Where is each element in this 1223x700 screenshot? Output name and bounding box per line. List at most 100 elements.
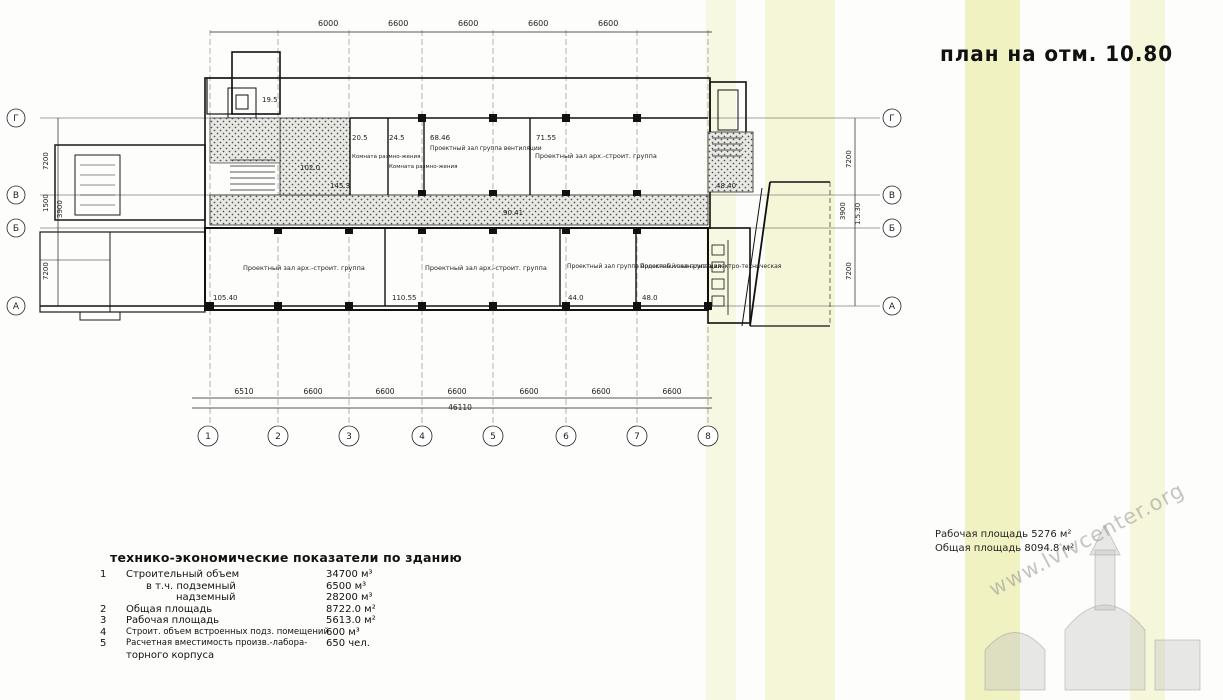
axis-number: 4 <box>419 432 425 442</box>
axis-numbers: 1 2 3 4 5 6 7 8 <box>205 432 711 442</box>
axis-letter: Б <box>13 224 19 234</box>
sanitary-fixtures <box>711 240 729 315</box>
adjacent-building-left <box>39 144 206 321</box>
area-label: 24.5 <box>389 134 405 142</box>
axis-lines-vertical <box>209 30 709 425</box>
axis-letters-left: Г В Б А <box>13 114 20 312</box>
axis-bubbles-right <box>882 108 902 316</box>
top-dim: 6600 <box>528 19 548 28</box>
axis-letter: В <box>889 191 895 201</box>
bottom-dim: 6600 <box>447 387 466 396</box>
bottom-dim: 6600 <box>519 387 538 396</box>
area-label: 110.55 <box>392 294 417 302</box>
area-label: 68.46 <box>430 134 451 142</box>
axis-letter: Г <box>13 114 19 124</box>
plan-title: план на отм. 10.80 <box>940 42 1174 66</box>
lower-partitions <box>40 228 708 307</box>
area-label: 71.55 <box>536 134 556 142</box>
area-label: 19.5 <box>262 96 278 104</box>
area-label: 20.5 <box>352 134 368 142</box>
room-label: Комната размно-жения <box>389 164 457 170</box>
axis-number: 1 <box>205 432 211 442</box>
axis-number: 8 <box>705 432 711 442</box>
right-dim: 7200 <box>845 262 853 280</box>
upper-partitions <box>349 117 708 195</box>
work-area: Рабочая площадь 5276 м² <box>935 529 1072 540</box>
scan-band <box>1130 0 1165 700</box>
left-dimensions: 7200 1500 3900 7200 <box>42 118 64 306</box>
left-dim: 7200 <box>42 262 50 280</box>
scan-band <box>706 0 736 700</box>
area-label: 44.0 <box>568 294 584 302</box>
scan-band <box>765 0 835 700</box>
indicators-heading: технико-экономические показатели по здан… <box>110 550 462 565</box>
top-dim: 6600 <box>388 19 408 28</box>
left-dim: 7200 <box>42 152 50 170</box>
area-label: 145.3 <box>330 182 350 190</box>
top-dim: 6600 <box>458 19 478 28</box>
area-label: 48.0 <box>642 294 658 302</box>
right-dim: 7200 <box>845 150 853 168</box>
bottom-dim: 6600 <box>303 387 322 396</box>
room-label: Проектный зал группа электро-техническая <box>640 263 782 270</box>
bottom-dim: 6510 <box>234 387 253 396</box>
axis-number: 6 <box>563 432 569 442</box>
area-labels: 105.40 110.55 44.0 48.0 90.41 68.46 71.5… <box>213 96 736 302</box>
room-label: Проектный зал группа водоснаб. и канализ… <box>567 263 722 270</box>
room-label: Проектный зал арх.-строит. группа <box>243 264 365 272</box>
room-labels: Проектный зал арх.-строит. группа Проект… <box>243 145 782 272</box>
bottom-dim: 6600 <box>662 387 681 396</box>
total-area: Общая площадь 8094.8 м² <box>935 543 1075 554</box>
room-label: Проектный зал арх.-строит. группа <box>425 264 547 272</box>
axis-bubbles-bottom <box>197 425 719 447</box>
wall-columns <box>206 114 712 310</box>
watermark-church-icon <box>984 523 1201 691</box>
indicator-row: торного корпуса <box>126 649 215 661</box>
room-label: Комната размно-жения <box>352 154 420 160</box>
stair-flights <box>230 137 742 191</box>
left-dim: 3900 <box>56 200 64 218</box>
indicators-table: технико-экономические показатели по здан… <box>100 550 480 661</box>
top-dim: 6000 <box>318 19 338 28</box>
axis-letter: А <box>13 302 20 312</box>
axis-letters-right: Г В Б А <box>889 114 896 312</box>
room-label: Проектный зал арх.-строит. группа <box>535 152 657 160</box>
bottom-dimension-line: 6510 6600 6600 6600 6600 6600 6600 46110 <box>192 387 712 412</box>
area-label: 105.40 <box>213 294 238 302</box>
stair-landing <box>209 117 281 164</box>
axis-letter: Б <box>889 224 895 234</box>
axis-number: 2 <box>275 432 281 442</box>
area-label: 102.0 <box>300 164 320 172</box>
adjacent-building-right <box>741 181 831 327</box>
room-label: Проектный зал группа вентиляции <box>430 145 542 152</box>
top-dimension-line: 6000 6600 6600 6600 6600 <box>210 19 712 33</box>
axis-letter: Г <box>889 114 895 124</box>
axis-letter: А <box>889 302 896 312</box>
bottom-dim: 6600 <box>375 387 394 396</box>
axis-letter: В <box>13 191 19 201</box>
right-dim: 1.5.30 <box>854 203 862 225</box>
right-dimensions: 7200 3900 1.5.30 7200 <box>839 118 862 306</box>
area-label: 90.41 <box>503 209 523 217</box>
axis-number: 3 <box>346 432 352 442</box>
bottom-total: 46110 <box>448 403 472 412</box>
axis-bubbles-left <box>6 108 26 316</box>
area-label: 48.40 <box>716 182 736 190</box>
area-summary: Рабочая площадь 5276 м² Общая площадь 80… <box>935 528 1074 556</box>
corridor <box>209 194 709 226</box>
axis-number: 7 <box>634 432 640 442</box>
left-dim: 1500 <box>42 194 50 212</box>
scan-band <box>965 0 1020 700</box>
top-dim: 6600 <box>598 19 618 28</box>
bottom-dim: 6600 <box>591 387 610 396</box>
axis-number: 5 <box>490 432 496 442</box>
right-dim: 3900 <box>839 202 847 220</box>
